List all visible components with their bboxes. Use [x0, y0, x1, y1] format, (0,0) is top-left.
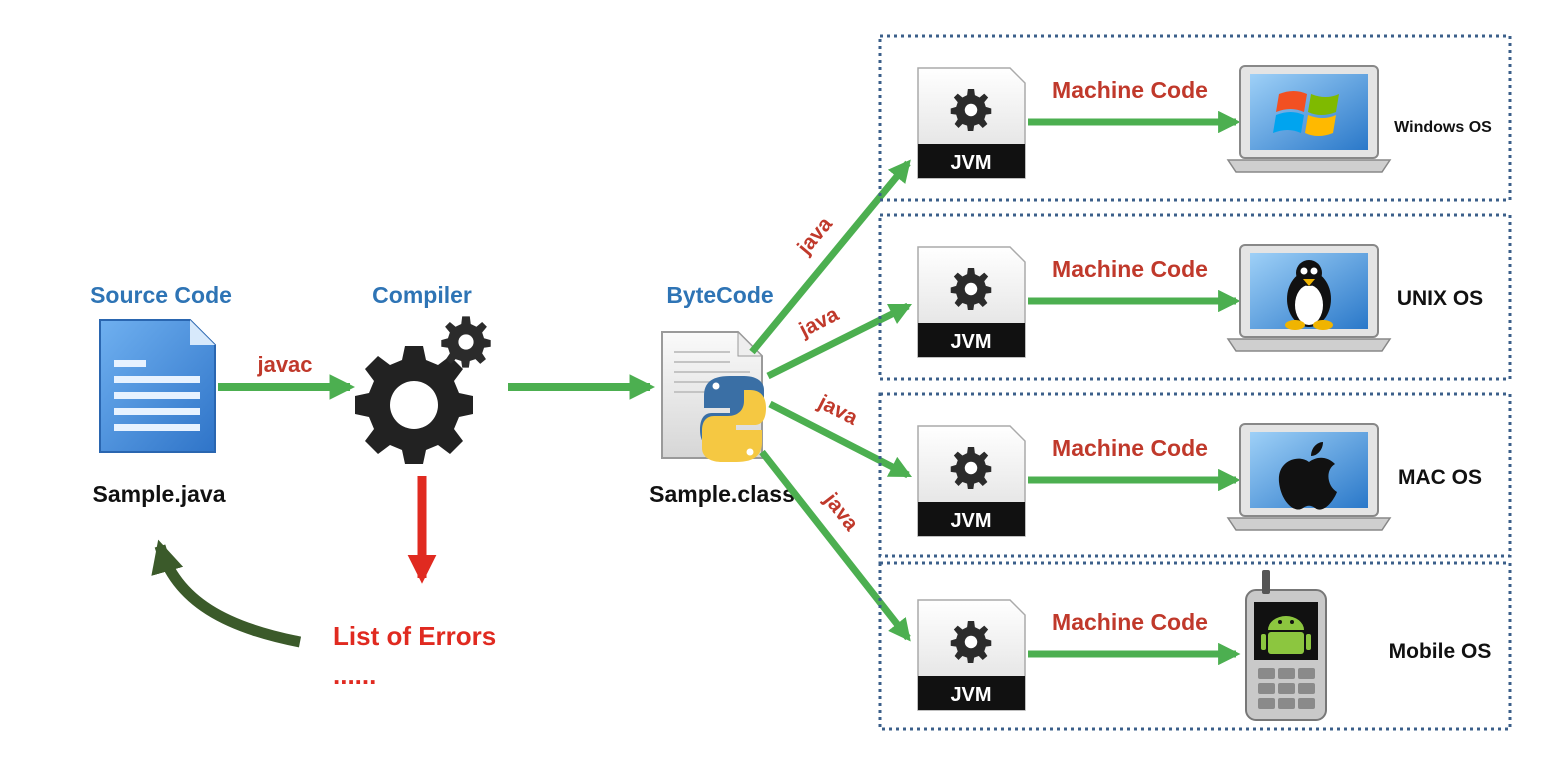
- jvm-label: JVM: [950, 684, 991, 706]
- jvm-label: JVM: [950, 331, 991, 353]
- bytecode-filename: Sample.class: [649, 481, 795, 507]
- os-label: Windows OS: [1394, 119, 1492, 136]
- errors-title: List of Errors: [333, 621, 496, 651]
- platform-box: [878, 34, 1512, 202]
- jvm-label: JVM: [950, 510, 991, 532]
- compiler-title: Compiler: [372, 282, 472, 308]
- jvm-icon: JVM: [917, 246, 1026, 358]
- java-label-unix: java: [795, 303, 843, 343]
- jvm-icon: JVM: [917, 425, 1026, 537]
- jvm-label: JVM: [950, 152, 991, 174]
- jvm-icon: JVM: [917, 67, 1026, 179]
- os-label: Mobile OS: [1389, 640, 1492, 663]
- linux-laptop-icon: [1226, 244, 1392, 352]
- java-arrow-windows: [749, 159, 911, 355]
- javac-label: javac: [256, 352, 312, 377]
- machine-code-label: Machine Code: [1052, 77, 1208, 103]
- platform-box: [878, 213, 1512, 381]
- java-arrows: [749, 159, 913, 642]
- source-document-icon: [99, 319, 216, 453]
- error-return-arrow: [151, 539, 302, 648]
- platform-box: [878, 561, 1512, 731]
- bytecode-title: ByteCode: [666, 282, 773, 308]
- windows-laptop-icon: [1226, 65, 1392, 173]
- java-label-mac: java: [814, 390, 862, 430]
- java-arrow-mac: [768, 400, 912, 479]
- os-label: UNIX OS: [1397, 287, 1483, 310]
- source-filename: Sample.java: [93, 481, 226, 507]
- machine-code-label: Machine Code: [1052, 435, 1208, 461]
- machine-code-label: Machine Code: [1052, 256, 1208, 282]
- bytecode-file-icon: [661, 330, 766, 462]
- java-arrow-mobile: [759, 449, 911, 642]
- errors-ellipsis: ......: [333, 660, 376, 690]
- platform-box: [878, 392, 1512, 558]
- os-label: MAC OS: [1398, 466, 1482, 489]
- java-arrow-unix: [766, 302, 913, 380]
- machine-code-label: Machine Code: [1052, 609, 1208, 635]
- android-phone-icon: [1245, 570, 1327, 721]
- compiler-gears-icon: [355, 316, 491, 464]
- apple-laptop-icon: [1226, 423, 1392, 531]
- jvm-icon: JVM: [917, 599, 1026, 711]
- source-code-title: Source Code: [90, 282, 232, 308]
